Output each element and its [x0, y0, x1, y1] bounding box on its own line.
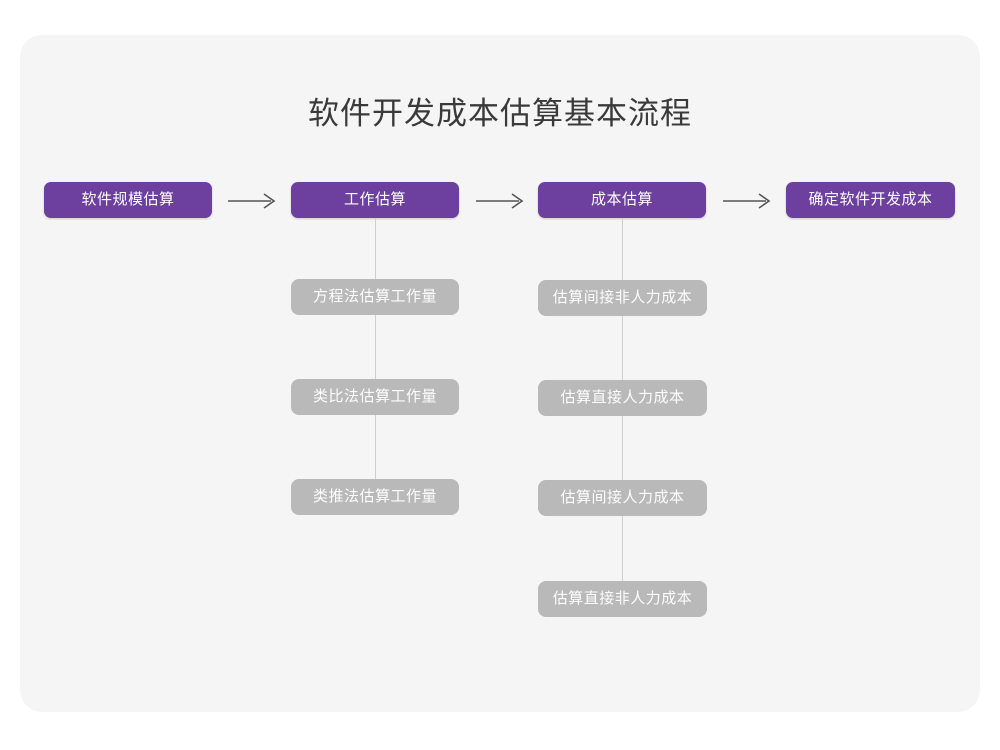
connector-line-cost-1	[622, 218, 623, 280]
diagram-card-background	[20, 35, 980, 712]
branch-node-equation-method-effort[interactable]: 方程法估算工作量	[291, 279, 459, 315]
branch-node-inference-method-effort[interactable]: 类推法估算工作量	[291, 479, 459, 515]
page-title: 软件开发成本估算基本流程	[308, 96, 692, 131]
flow-node-determine-software-development-cost[interactable]: 确定软件开发成本	[786, 182, 955, 218]
branch-node-direct-labor-cost[interactable]: 估算直接人力成本	[538, 380, 707, 416]
connector-line-work-1	[375, 218, 376, 279]
arrow-right-icon-2	[476, 191, 526, 211]
connector-line-cost-4	[622, 516, 623, 581]
arrow-right-icon-1	[228, 191, 278, 211]
connector-line-cost-3	[622, 416, 623, 480]
flow-node-work-estimation[interactable]: 工作估算	[291, 182, 459, 218]
arrow-right-icon-3	[723, 191, 773, 211]
connector-line-work-2	[375, 315, 376, 379]
connector-line-work-3	[375, 415, 376, 479]
branch-node-direct-non-labor-cost[interactable]: 估算直接非人力成本	[538, 581, 707, 617]
branch-node-indirect-labor-cost[interactable]: 估算间接人力成本	[538, 480, 707, 516]
flow-node-software-scale-estimation[interactable]: 软件规模估算	[44, 182, 212, 218]
branch-node-analogy-method-effort[interactable]: 类比法估算工作量	[291, 379, 459, 415]
branch-node-indirect-non-labor-cost[interactable]: 估算间接非人力成本	[538, 280, 707, 316]
flow-node-cost-estimation[interactable]: 成本估算	[538, 182, 706, 218]
connector-line-cost-2	[622, 316, 623, 380]
